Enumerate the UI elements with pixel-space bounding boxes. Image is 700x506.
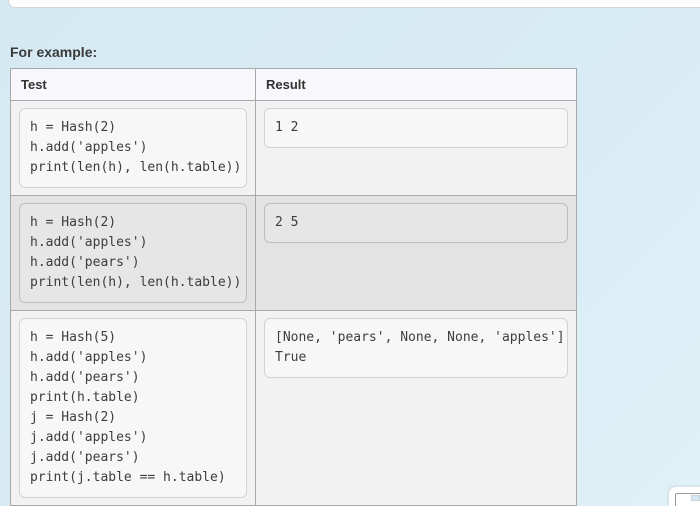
table-row: h = Hash(2) h.add('apples') print(len(h)… [10,100,577,196]
test-code-block: h = Hash(5) h.add('apples') h.add('pears… [19,318,247,498]
result-code-block: 2 5 [264,203,568,243]
table-header-row: Test Result [10,68,577,101]
table-row: h = Hash(5) h.add('apples') h.add('pears… [10,310,577,506]
result-cell: 2 5 [255,195,577,311]
example-table: Test Result h = Hash(2) h.add('apples') … [10,68,577,506]
test-cell: h = Hash(2) h.add('apples') print(len(h)… [10,100,256,196]
table-row: h = Hash(2) h.add('apples') h.add('pears… [10,195,577,311]
test-column-header: Test [10,68,256,101]
result-cell: 1 2 [255,100,577,196]
result-code-block: [None, 'pears', None, None, 'apples'] Tr… [264,318,568,378]
corner-window-chip [691,495,700,501]
result-code-block: 1 2 [264,108,568,148]
result-cell: [None, 'pears', None, None, 'apples'] Tr… [255,310,577,506]
test-cell: h = Hash(5) h.add('apples') h.add('pears… [10,310,256,506]
example-heading: For example: [10,44,98,60]
test-cell: h = Hash(2) h.add('apples') h.add('pears… [10,195,256,311]
test-code-block: h = Hash(2) h.add('apples') print(len(h)… [19,108,247,188]
test-code-block: h = Hash(2) h.add('apples') h.add('pears… [19,203,247,303]
upper-panel-bottom-edge [8,0,700,8]
result-column-header: Result [255,68,577,101]
